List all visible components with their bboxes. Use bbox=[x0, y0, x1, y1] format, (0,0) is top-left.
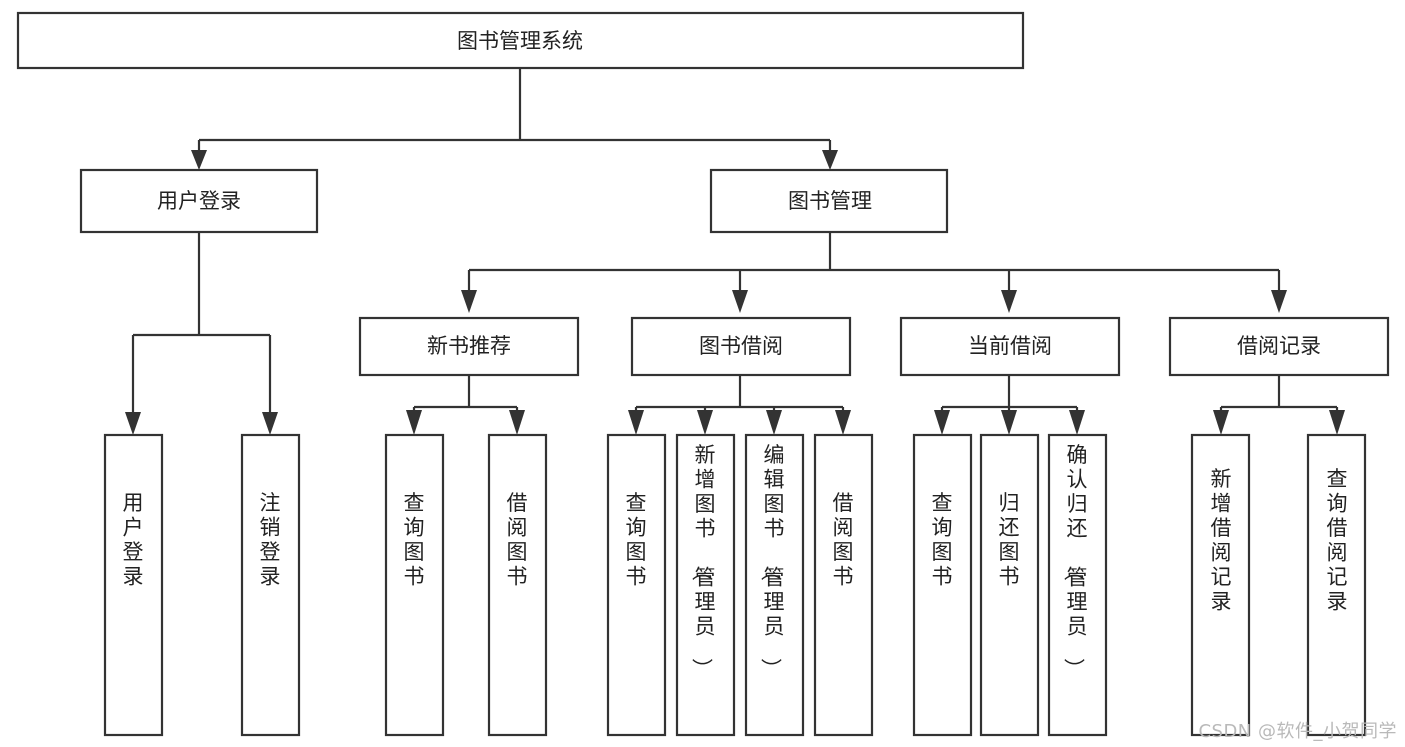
edge-group-current-borrow-to-leaves bbox=[934, 375, 1085, 435]
node-new-book-recommend-box[interactable] bbox=[358, 316, 580, 377]
node-leaf-confirm-return-label: 确认归还（管理员） bbox=[1062, 443, 1088, 679]
node-book-borrow-label: 图书借阅 bbox=[699, 334, 783, 358]
node-leaf-edit-book-label: 编辑图书（管理员） bbox=[759, 443, 785, 679]
arrow-to-leaf-borrow-book-1 bbox=[509, 410, 525, 435]
node-user-login[interactable]: 用户登录 bbox=[79, 168, 319, 234]
node-leaf-add-book-box[interactable] bbox=[675, 433, 736, 737]
node-leaf-user-login-label: 用户登录 bbox=[123, 491, 144, 589]
node-leaf-borrow-book-2-box[interactable] bbox=[813, 433, 874, 737]
node-current-borrow[interactable]: 当前借阅 bbox=[899, 316, 1121, 377]
node-leaf-query-book-1-label: 查询图书 bbox=[404, 491, 425, 589]
node-leaf-add-book-label: 新增图书（管理员） bbox=[690, 443, 716, 679]
arrow-to-book-borrow bbox=[732, 290, 748, 313]
node-root-label: 图书管理系统 bbox=[457, 29, 583, 53]
node-new-book-recommend[interactable]: 新书推荐 bbox=[358, 316, 580, 377]
arrow-to-leaf-confirm-return bbox=[1069, 410, 1085, 435]
node-root[interactable]: 图书管理系统 bbox=[16, 11, 1025, 70]
arrow-to-leaf-add-book bbox=[697, 410, 713, 435]
arrow-to-new-book-recommend bbox=[461, 290, 477, 313]
node-leaf-borrow-book-2[interactable]: 借阅图书 bbox=[813, 433, 874, 737]
node-leaf-add-record-label: 新增借阅记录 bbox=[1211, 467, 1232, 614]
node-leaf-user-login[interactable]: 用户登录 bbox=[103, 433, 164, 737]
node-leaf-return-book[interactable]: 归还图书 bbox=[979, 433, 1040, 737]
edge-group-book-management-to-level3 bbox=[461, 232, 1287, 313]
arrow-to-leaf-borrow-book-2 bbox=[835, 410, 851, 435]
edge-group-borrow-record-to-leaves bbox=[1213, 375, 1345, 435]
arrow-to-leaf-query-book-2 bbox=[628, 410, 644, 435]
node-book-management-label: 图书管理 bbox=[788, 189, 872, 213]
edge-group-root-to-level2 bbox=[191, 68, 838, 170]
arrow-to-leaf-edit-book bbox=[766, 410, 782, 435]
node-leaf-logout-login-box[interactable] bbox=[240, 433, 301, 737]
arrow-to-leaf-query-record bbox=[1329, 410, 1345, 435]
node-book-borrow-box[interactable] bbox=[630, 316, 852, 377]
arrow-to-leaf-return-book bbox=[1001, 410, 1017, 435]
node-leaf-query-book-1[interactable]: 查询图书 bbox=[384, 433, 445, 737]
node-leaf-logout-login-label: 注销登录 bbox=[260, 491, 281, 589]
arrow-to-leaf-query-book-1 bbox=[406, 410, 422, 435]
node-user-login-box[interactable] bbox=[79, 168, 319, 234]
arrow-to-leaf-logout-login bbox=[262, 412, 278, 435]
node-new-book-recommend-label: 新书推荐 bbox=[427, 334, 511, 358]
node-leaf-query-book-3-box[interactable] bbox=[912, 433, 973, 737]
node-book-borrow[interactable]: 图书借阅 bbox=[630, 316, 852, 377]
node-leaf-confirm-return[interactable]: 确认归还（管理员） bbox=[1047, 433, 1108, 737]
node-current-borrow-box[interactable] bbox=[899, 316, 1121, 377]
arrow-to-current-borrow bbox=[1001, 290, 1017, 313]
node-leaf-return-book-box[interactable] bbox=[979, 433, 1040, 737]
node-leaf-add-record-box[interactable] bbox=[1190, 433, 1251, 737]
arrow-to-borrow-record bbox=[1271, 290, 1287, 313]
node-leaf-logout-login[interactable]: 注销登录 bbox=[240, 433, 301, 737]
node-leaf-query-record-label: 查询借阅记录 bbox=[1327, 467, 1348, 614]
node-leaf-borrow-book-2-label: 借阅图书 bbox=[833, 491, 854, 589]
node-leaf-add-book[interactable]: 新增图书（管理员） bbox=[675, 433, 736, 737]
node-leaf-borrow-book-1-label: 借阅图书 bbox=[507, 491, 528, 589]
node-leaf-add-record[interactable]: 新增借阅记录 bbox=[1190, 433, 1251, 737]
node-leaf-query-book-1-box[interactable] bbox=[384, 433, 445, 737]
node-current-borrow-label: 当前借阅 bbox=[968, 334, 1052, 358]
node-user-login-label: 用户登录 bbox=[157, 189, 241, 213]
edge-group-user-login-to-leaves bbox=[125, 232, 278, 435]
node-leaf-borrow-book-1[interactable]: 借阅图书 bbox=[487, 433, 548, 737]
node-leaf-return-book-label: 归还图书 bbox=[999, 491, 1020, 589]
edge-group-book-borrow-to-leaves bbox=[628, 375, 851, 435]
node-borrow-record[interactable]: 借阅记录 bbox=[1168, 316, 1390, 377]
node-leaf-query-book-2-box[interactable] bbox=[606, 433, 667, 737]
node-book-management[interactable]: 图书管理 bbox=[709, 168, 949, 234]
edge-group-new-book-to-leaves bbox=[406, 375, 525, 435]
node-root-box[interactable] bbox=[16, 11, 1025, 70]
arrow-to-user-login bbox=[191, 150, 207, 170]
node-leaf-borrow-book-1-box[interactable] bbox=[487, 433, 548, 737]
arrow-to-leaf-add-record bbox=[1213, 410, 1229, 435]
arrow-to-leaf-user-login bbox=[125, 412, 141, 435]
node-leaf-user-login-box[interactable] bbox=[103, 433, 164, 737]
node-leaf-query-book-2-label: 查询图书 bbox=[626, 491, 647, 589]
csdn-watermark: CSDN @软件_小贺同学 bbox=[1198, 721, 1397, 742]
node-leaf-confirm-return-box[interactable] bbox=[1047, 433, 1108, 737]
node-leaf-query-book-3[interactable]: 查询图书 bbox=[912, 433, 973, 737]
node-leaf-edit-book[interactable]: 编辑图书（管理员） bbox=[744, 433, 805, 737]
node-borrow-record-box[interactable] bbox=[1168, 316, 1390, 377]
node-leaf-query-book-2[interactable]: 查询图书 bbox=[606, 433, 667, 737]
node-leaf-query-record-box[interactable] bbox=[1306, 433, 1367, 737]
node-book-management-box[interactable] bbox=[709, 168, 949, 234]
node-borrow-record-label: 借阅记录 bbox=[1237, 334, 1321, 358]
node-leaf-query-book-3-label: 查询图书 bbox=[932, 491, 953, 589]
arrow-to-book-management bbox=[822, 150, 838, 170]
node-leaf-query-record[interactable]: 查询借阅记录 bbox=[1306, 433, 1367, 737]
node-leaf-edit-book-box[interactable] bbox=[744, 433, 805, 737]
arrow-to-leaf-query-book-3 bbox=[934, 410, 950, 435]
